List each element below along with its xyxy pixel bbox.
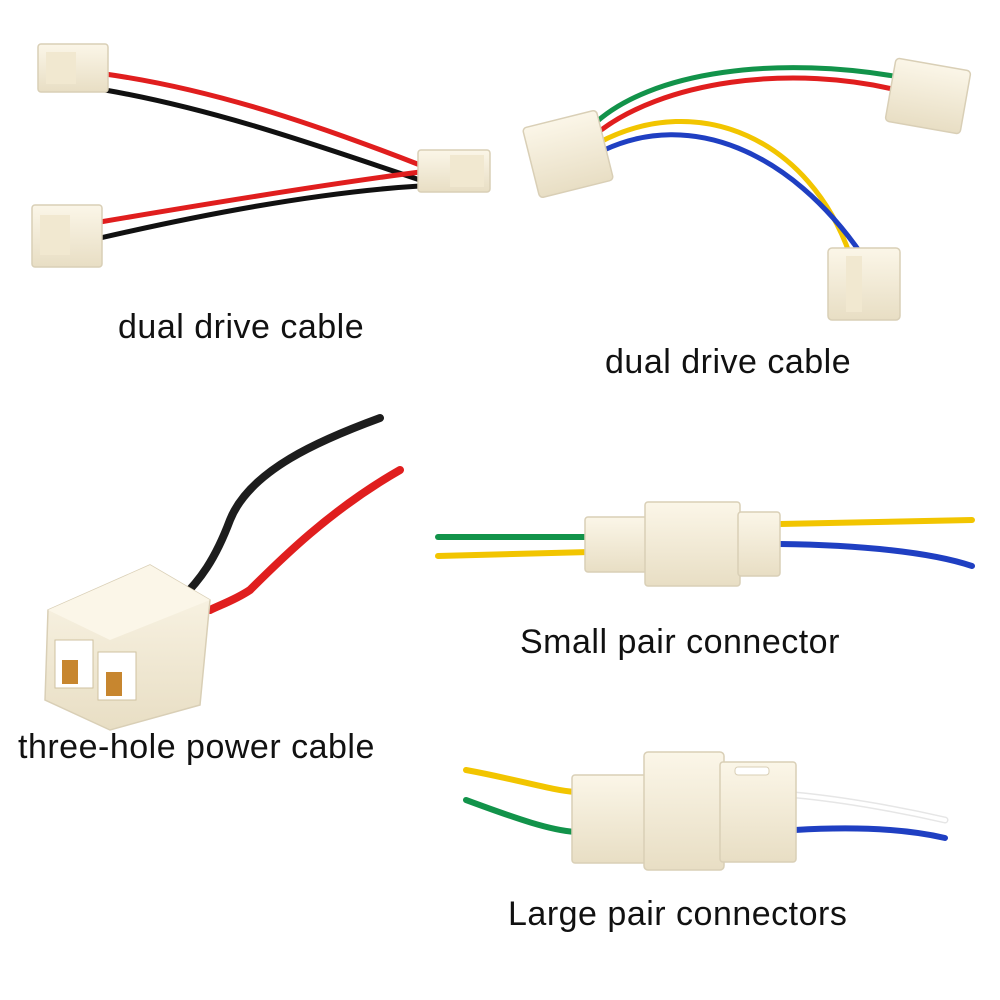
connector-top-right <box>884 57 972 135</box>
connector-bottom <box>827 247 901 321</box>
connector-lower <box>31 204 103 268</box>
dual-drive-cable-red-black <box>31 43 491 268</box>
connector-upper <box>37 43 109 93</box>
large-pair-connectors <box>463 751 949 871</box>
dual-drive-cable-four-wire <box>522 57 972 321</box>
three-hole-power-cable <box>44 414 404 731</box>
caption-large-pair-connectors: Large pair connectors <box>508 895 848 933</box>
caption-dual-drive-cable-left: dual drive cable <box>118 308 365 346</box>
caption-small-pair-connector: Small pair connector <box>520 623 840 661</box>
connector-right <box>417 149 491 193</box>
small-pair-connector <box>435 501 975 587</box>
caption-dual-drive-cable-right: dual drive cable <box>605 343 852 381</box>
connector-left <box>522 109 614 199</box>
connector-housing <box>44 564 211 731</box>
caption-three-hole-power-cable: three-hole power cable <box>18 728 375 766</box>
